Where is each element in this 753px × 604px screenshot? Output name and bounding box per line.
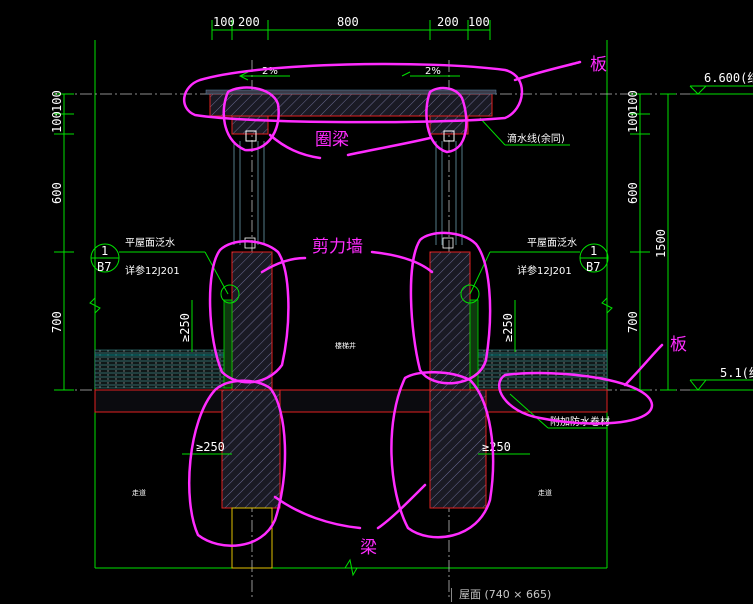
level-markers: 6.600(结 5.1(结 xyxy=(689,71,753,391)
level-top: 6.600(结 xyxy=(704,71,753,85)
callout-right: 1 B7 平屋面泛水 详参12J201 xyxy=(460,237,609,304)
left-dim-3: 600 xyxy=(50,182,64,204)
annot-slab-top: 板 xyxy=(590,55,607,75)
ge250-marks xyxy=(182,300,530,455)
slope-arrows xyxy=(238,71,460,81)
callout-left-ref: 详参12J201 xyxy=(125,264,180,277)
top-dim-1: 100 xyxy=(213,15,235,29)
left-dimensions: 100 100 600 700 xyxy=(50,90,74,391)
leader-lines xyxy=(479,117,607,429)
top-dimensions: 100 200 800 200 100 xyxy=(211,15,491,40)
callout-left: 1 B7 平屋面泛水 详参12J201 xyxy=(90,237,240,304)
left-dim-1: 100 xyxy=(50,90,64,112)
callout-left-title: 平屋面泛水 xyxy=(125,237,175,249)
callout-left-sheet: B7 xyxy=(97,260,111,274)
upper-posts xyxy=(233,141,463,249)
top-dim-4: 200 xyxy=(437,15,459,29)
annot-shear-wall: 剪力墙 xyxy=(312,237,363,257)
top-dim-3: 800 xyxy=(337,15,359,29)
right-dim-2: 100 xyxy=(626,111,640,133)
ge250-right-beam: ≥250 xyxy=(482,440,511,454)
room-left: 走道 xyxy=(132,488,146,497)
roof-layers xyxy=(94,299,608,389)
right-dim-1: 100 xyxy=(626,90,640,112)
callout-left-num: 1 xyxy=(101,244,108,258)
top-dim-5: 100 xyxy=(468,15,490,29)
roof-slab xyxy=(205,89,497,142)
ge250-left-beam: ≥250 xyxy=(196,440,225,454)
right-dim-total: 1500 xyxy=(654,229,668,258)
level-bottom: 5.1(结 xyxy=(720,366,753,380)
callout-right-num: 1 xyxy=(590,244,597,258)
annot-beam: 梁 xyxy=(360,538,377,558)
ge250-left-wall: ≥250 xyxy=(178,313,192,342)
hand-annotations xyxy=(183,60,664,547)
left-dim-2: 100 xyxy=(50,111,64,133)
top-dim-2: 200 xyxy=(238,15,260,29)
shear-walls xyxy=(231,251,471,391)
annot-slab-right: 板 xyxy=(670,335,687,355)
callout-right-sheet: B7 xyxy=(586,260,600,274)
right-dimensions: 100 100 600 700 1500 xyxy=(626,90,676,391)
slope-left: 2% xyxy=(262,66,278,77)
callout-right-ref: 详参12J201 xyxy=(517,264,572,277)
room-right: 走道 xyxy=(538,488,552,497)
right-dim-3: 600 xyxy=(626,182,640,204)
status-bar: 屋面 (740 × 665) xyxy=(445,586,753,604)
frame-lines xyxy=(89,40,613,577)
floor-slab-beams xyxy=(94,389,608,569)
center-label: 楼梯井 xyxy=(335,341,356,350)
left-dim-4: 700 xyxy=(50,311,64,333)
drip-line-note: 滴水线(余同) xyxy=(507,132,565,145)
slope-right: 2% xyxy=(425,66,441,77)
right-dim-4: 700 xyxy=(626,311,640,333)
callout-right-title: 平屋面泛水 xyxy=(527,237,577,249)
annot-ring-beam: 圈梁 xyxy=(315,130,349,150)
axis-lines xyxy=(60,60,690,600)
ge250-right-wall: ≥250 xyxy=(501,313,515,342)
